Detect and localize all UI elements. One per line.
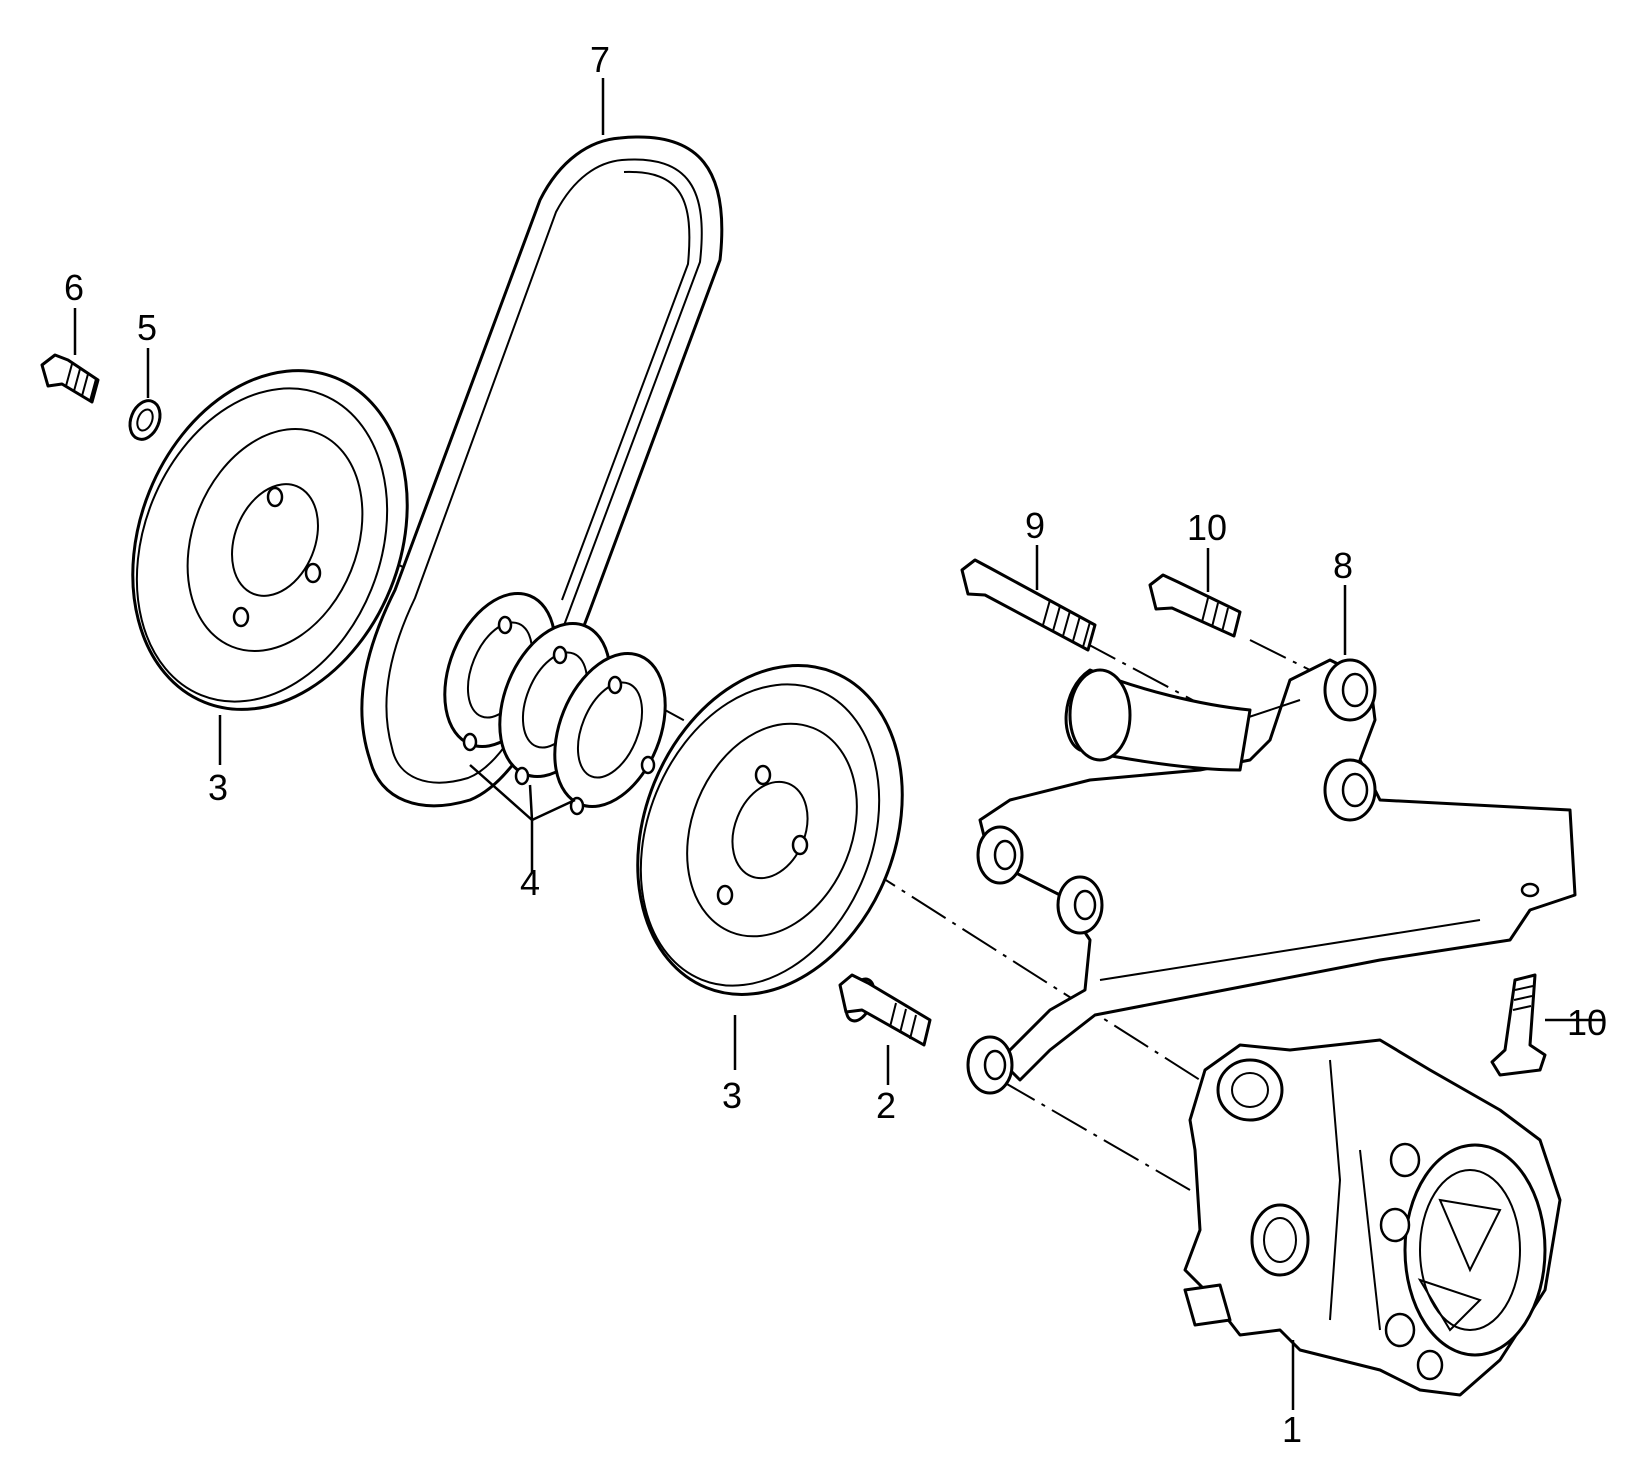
power-steering-pump bbox=[1183, 1038, 1562, 1397]
bolt-10-lower bbox=[1490, 973, 1547, 1077]
bolt-9 bbox=[960, 558, 1097, 652]
leader-lines bbox=[73, 78, 1605, 1410]
callout-2: 2 bbox=[876, 1085, 896, 1126]
callout-8: 8 bbox=[1333, 545, 1353, 586]
pulley-right bbox=[636, 664, 904, 996]
callout-4: 4 bbox=[520, 862, 540, 903]
callout-3-right: 3 bbox=[722, 1075, 742, 1116]
callout-9: 9 bbox=[1025, 505, 1045, 546]
spacer-washers bbox=[443, 591, 667, 816]
callouts: 7 6 5 3 4 3 2 9 10 8 10 1 bbox=[64, 39, 1607, 1450]
bolt-6 bbox=[40, 353, 100, 404]
callout-5: 5 bbox=[137, 307, 157, 348]
callout-7: 7 bbox=[590, 39, 610, 80]
callout-10-lower: 10 bbox=[1567, 1002, 1607, 1043]
callout-6: 6 bbox=[64, 267, 84, 308]
bolt-10-upper bbox=[1148, 573, 1242, 638]
callout-3-left: 3 bbox=[208, 767, 228, 808]
bracket-8 bbox=[966, 658, 1577, 1095]
callout-1: 1 bbox=[1282, 1409, 1302, 1450]
v-belt bbox=[360, 135, 724, 808]
washer-5 bbox=[128, 399, 162, 441]
pulley-left bbox=[131, 369, 409, 711]
bolt-2 bbox=[838, 973, 932, 1047]
callout-10-upper: 10 bbox=[1187, 507, 1227, 548]
